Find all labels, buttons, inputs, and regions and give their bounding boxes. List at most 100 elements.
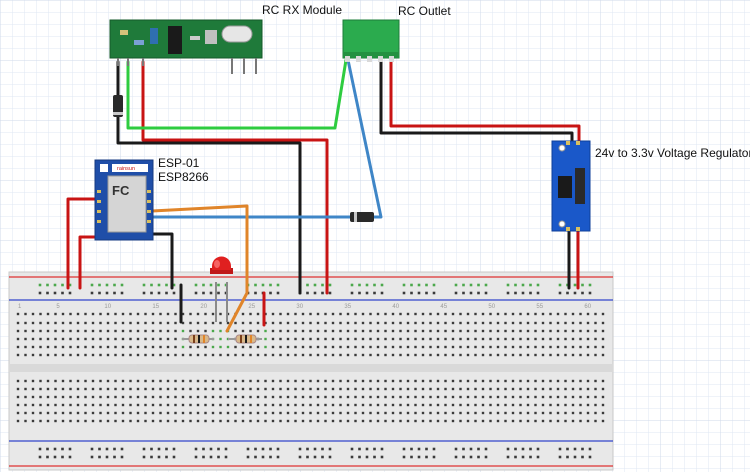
regulator-hole-bottom — [558, 220, 566, 228]
terminal-hole — [346, 321, 350, 325]
terminal-hole — [444, 345, 447, 349]
terminal-hole — [391, 387, 395, 391]
terminal-hole — [414, 312, 417, 316]
rail-hole — [350, 291, 354, 295]
terminal-hole — [489, 379, 492, 383]
terminal-hole — [339, 395, 342, 399]
terminal-hole — [571, 312, 575, 316]
terminal-hole — [91, 353, 95, 357]
rail-hole — [358, 447, 361, 451]
rail-hole — [209, 455, 213, 459]
terminal-hole — [31, 353, 35, 357]
terminal-hole — [399, 321, 402, 325]
terminal-hole — [564, 337, 567, 341]
terminal-hole — [369, 321, 372, 325]
terminal-hole — [294, 419, 297, 423]
terminal-hole — [316, 345, 320, 349]
column-number: 50 — [488, 304, 495, 310]
terminal-hole — [129, 329, 132, 333]
terminal-hole — [309, 379, 312, 383]
terminal-hole — [76, 403, 80, 407]
rail-hole — [536, 447, 540, 451]
terminal-hole — [459, 387, 462, 391]
terminal-hole — [46, 395, 50, 399]
terminal-hole — [451, 411, 455, 415]
terminal-hole — [459, 337, 462, 341]
terminal-hole — [331, 379, 335, 383]
terminal-hole — [166, 337, 170, 341]
terminal-hole — [61, 379, 65, 383]
terminal-hole — [339, 337, 342, 341]
terminal-hole — [249, 345, 252, 349]
terminal-hole — [76, 411, 80, 415]
rail-hole — [328, 447, 332, 451]
terminal-hole — [586, 329, 590, 333]
rail-hole — [417, 455, 421, 459]
terminal-hole — [264, 411, 267, 415]
terminal-hole — [241, 345, 245, 349]
wire-black-outlet — [379, 58, 574, 145]
terminal-hole — [466, 321, 470, 325]
terminal-hole — [91, 379, 95, 383]
terminal-hole — [219, 353, 222, 357]
terminal-hole — [271, 403, 275, 407]
terminal-hole — [369, 403, 372, 407]
terminal-hole — [421, 411, 425, 415]
terminal-hole — [571, 329, 575, 333]
terminal-hole — [376, 403, 380, 407]
terminal-hole — [249, 411, 252, 415]
terminal-hole — [39, 411, 42, 415]
terminal-hole — [391, 312, 395, 316]
terminal-hole — [414, 411, 417, 415]
terminal-hole — [406, 419, 410, 423]
terminal-hole — [219, 312, 222, 316]
terminal-hole — [309, 353, 312, 357]
terminal-hole — [46, 419, 50, 423]
terminal-hole — [256, 353, 260, 357]
terminal-hole — [466, 403, 470, 407]
terminal-hole — [391, 411, 395, 415]
terminal-hole — [444, 321, 447, 325]
terminal-hole — [324, 312, 327, 316]
terminal-hole — [376, 395, 380, 399]
terminal-hole — [316, 379, 320, 383]
rail-hole — [573, 455, 577, 459]
terminal-hole — [586, 387, 590, 391]
rail-hole — [98, 455, 101, 459]
terminal-hole — [256, 387, 260, 391]
terminal-hole — [354, 345, 357, 349]
terminal-hole — [601, 329, 605, 333]
terminal-hole — [84, 321, 87, 325]
wires — [66, 58, 581, 333]
terminal-hole — [496, 337, 500, 341]
terminal-hole — [459, 329, 462, 333]
terminal-hole — [31, 337, 35, 341]
terminal-hole — [504, 329, 507, 333]
terminal-hole — [136, 321, 140, 325]
terminal-hole — [204, 321, 207, 325]
terminal-hole — [316, 353, 320, 357]
terminal-hole — [76, 419, 80, 423]
terminal-hole — [459, 411, 462, 415]
terminal-hole — [166, 321, 170, 325]
terminal-hole — [534, 312, 537, 316]
rail-hole — [246, 447, 250, 451]
terminal-hole — [159, 419, 162, 423]
rail-hole — [529, 455, 532, 459]
terminal-hole — [504, 345, 507, 349]
terminal-hole — [129, 403, 132, 407]
rail-hole — [142, 447, 146, 451]
terminal-hole — [114, 379, 117, 383]
rail-hole — [514, 283, 517, 287]
rail-hole — [573, 447, 577, 451]
rail-hole — [432, 455, 436, 459]
terminal-hole — [301, 403, 305, 407]
column-number: 35 — [344, 304, 351, 310]
terminal-hole — [549, 387, 552, 391]
rail-hole — [105, 447, 109, 451]
center-channel — [9, 364, 613, 372]
terminal-hole — [301, 387, 305, 391]
terminal-hole — [211, 403, 215, 407]
terminal-hole — [144, 312, 147, 316]
terminal-hole — [46, 387, 50, 391]
